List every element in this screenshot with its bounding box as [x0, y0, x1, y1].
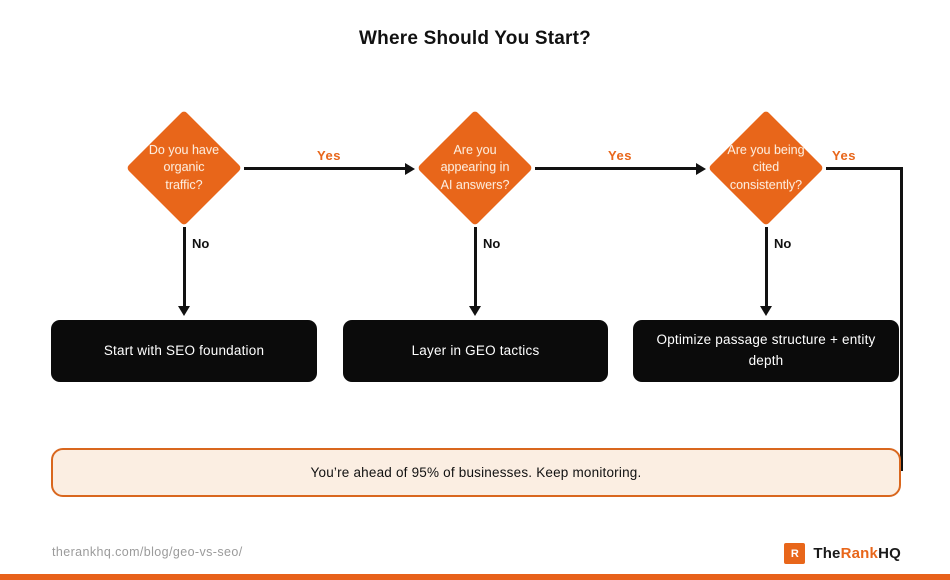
- no-label-1: No: [192, 236, 210, 251]
- action-geo-tactics: Layer in GEO tactics: [343, 320, 608, 382]
- no-arrow-line-1: [182, 227, 186, 309]
- yes-arrow-line-1: [244, 167, 406, 170]
- brand-name: TheRankHQ: [813, 545, 901, 562]
- arrowhead-down-icon: [469, 306, 481, 316]
- yes-elbow-vertical: [900, 167, 903, 471]
- arrowhead-down-icon: [178, 306, 190, 316]
- no-label-2: No: [483, 236, 501, 251]
- arrowhead-right-icon: [405, 162, 415, 175]
- brand-logo: R TheRankHQ: [784, 543, 901, 564]
- page-title: Where Should You Start?: [359, 28, 591, 49]
- bottom-accent-bar: [0, 574, 950, 580]
- no-arrow-line-3: [764, 227, 768, 309]
- arrowhead-right-icon: [696, 162, 706, 175]
- source-url: therankhq.com/blog/geo-vs-seo/: [52, 545, 243, 559]
- no-label-3: No: [774, 236, 792, 251]
- arrowhead-down-icon: [760, 306, 772, 316]
- yes-label-1: Yes: [317, 148, 341, 163]
- no-arrow-line-2: [473, 227, 477, 309]
- decision-ai-answers: Are you appearing in AI answers?: [415, 108, 535, 228]
- monitoring-note: You’re ahead of 95% of businesses. Keep …: [51, 448, 901, 497]
- yes-arrow-line-2: [535, 167, 697, 170]
- decision-question: Are you appearing in AI answers?: [440, 142, 510, 192]
- yes-elbow-horizontal: [826, 167, 903, 170]
- action-seo-foundation: Start with SEO foundation: [51, 320, 317, 382]
- decision-question: Are you being cited consistently?: [727, 142, 805, 192]
- yes-label-2: Yes: [608, 148, 632, 163]
- yes-label-3: Yes: [832, 148, 856, 163]
- decision-organic-traffic: Do you have organic traffic?: [124, 108, 244, 228]
- decision-cited-consistently: Are you being cited consistently?: [706, 108, 826, 228]
- decision-question: Do you have organic traffic?: [148, 142, 220, 192]
- action-optimize-passage: Optimize passage structure + entity dept…: [633, 320, 899, 382]
- logo-r-icon: R: [784, 543, 806, 564]
